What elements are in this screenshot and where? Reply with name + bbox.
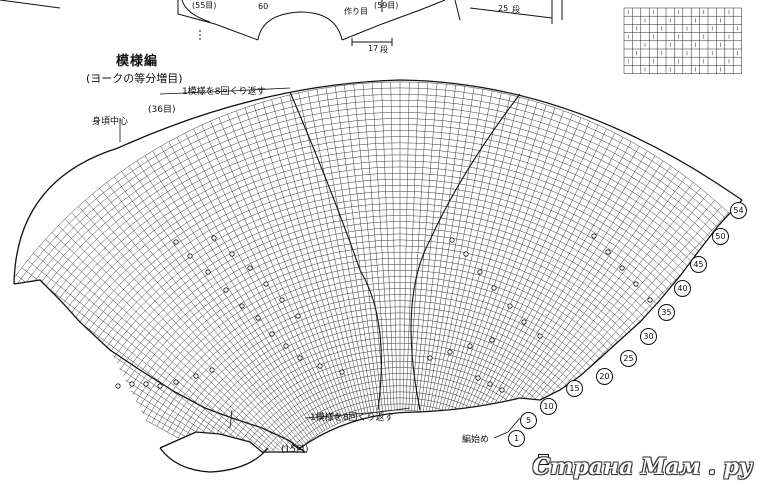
yarn-over-symbol — [205, 269, 211, 275]
top-schematic-fragment — [0, 0, 563, 46]
yarn-over-symbol — [255, 315, 261, 321]
symbol-key-box — [538, 454, 549, 465]
yarn-over-symbol — [223, 287, 229, 293]
yarn-over-symbol — [447, 349, 453, 355]
yarn-over-symbol — [467, 343, 473, 349]
yarn-over-symbol — [619, 265, 625, 271]
body-center-label: 身頃中心 — [92, 117, 129, 127]
row-number-50: 50 — [712, 228, 729, 245]
row-number-10: 10 — [540, 398, 557, 415]
top-count-55: (55目) — [192, 1, 217, 10]
yarn-over-symbol — [283, 343, 289, 349]
yarn-over-symbol — [295, 313, 301, 319]
yarn-over-symbol — [477, 269, 483, 275]
stitch-count-36: (36目) — [148, 105, 176, 115]
top-rows-a: 段 — [380, 45, 388, 54]
yarn-over-symbol — [605, 249, 611, 255]
yarn-over-symbol — [491, 285, 497, 291]
row-number-1: 1 — [508, 430, 525, 447]
yarn-over-symbol — [317, 363, 323, 369]
yarn-over-symbol — [269, 331, 275, 337]
site-watermark: Страна Мам . ру — [532, 454, 752, 480]
top-mark: 作り目 — [344, 7, 368, 16]
yarn-over-symbol — [537, 333, 543, 339]
yarn-over-symbol — [229, 251, 235, 257]
row-number-40: 40 — [674, 280, 691, 297]
yarn-over-symbol — [211, 235, 217, 241]
yarn-over-symbol — [173, 239, 179, 245]
row-number-30: 30 — [640, 328, 657, 345]
leader-lines — [119, 87, 521, 451]
yarn-over-symbol — [449, 237, 455, 243]
yarn-over-symbol — [173, 379, 179, 385]
row-number-45: 45 — [690, 256, 707, 273]
diagram-title: 模様編 — [116, 54, 159, 69]
yarn-over-symbol — [463, 251, 469, 257]
yarn-over-symbol — [499, 387, 505, 393]
stitch-count-15: (15目) — [281, 445, 309, 455]
row-number-35: 35 — [658, 304, 675, 321]
top-count-59: (59目) — [374, 1, 399, 10]
top-measure-17: 17 — [368, 44, 379, 53]
row-number-54: 54 — [730, 202, 747, 219]
diagram-subtitle: (ヨークの等分増目) — [86, 72, 183, 85]
top-measure-60: 60 — [258, 2, 269, 11]
yarn-over-symbol — [633, 281, 639, 287]
row-number-15: 15 — [566, 380, 583, 397]
row-number-20: 20 — [596, 368, 613, 385]
yarn-over-symbol — [263, 281, 269, 287]
yarn-over-symbol — [521, 319, 527, 325]
yarn-over-symbol — [193, 373, 199, 379]
yarn-over-symbol — [427, 355, 433, 361]
yarn-over-symbol — [187, 253, 193, 259]
stitch-symbols — [115, 233, 653, 393]
yarn-over-symbol — [339, 369, 345, 375]
yarn-over-symbol — [239, 303, 245, 309]
repeat-note-bottom: 1模様を8回くり返す — [310, 413, 394, 423]
repeat-note-top: 1模様を8回くり返す — [182, 87, 266, 97]
yarn-over-symbol — [157, 383, 163, 389]
stitch-grid — [14, 81, 742, 452]
yarn-over-symbol — [247, 265, 253, 271]
top-rows-b: 段 — [512, 5, 520, 14]
yarn-over-symbol — [591, 233, 597, 239]
row-number-5: 5 — [520, 412, 537, 429]
legend-mini-chart — [623, 7, 742, 74]
yarn-over-symbol — [297, 355, 303, 361]
yarn-over-symbol — [489, 337, 495, 343]
yarn-over-symbol — [209, 367, 215, 373]
yarn-over-symbol — [143, 381, 149, 387]
row-number-25: 25 — [620, 350, 637, 367]
yarn-over-symbol — [475, 375, 481, 381]
yarn-over-symbol — [115, 383, 121, 389]
yarn-over-symbol — [487, 381, 493, 387]
start-label: 編始め — [462, 435, 490, 445]
yarn-over-symbol — [279, 297, 285, 303]
yarn-over-symbol — [129, 381, 135, 387]
yoke-outline — [13, 79, 743, 473]
top-measure-25: 25 — [498, 4, 509, 13]
yarn-over-symbol — [647, 297, 653, 303]
yarn-over-symbol — [507, 303, 513, 309]
center-panel-seam — [289, 91, 521, 411]
